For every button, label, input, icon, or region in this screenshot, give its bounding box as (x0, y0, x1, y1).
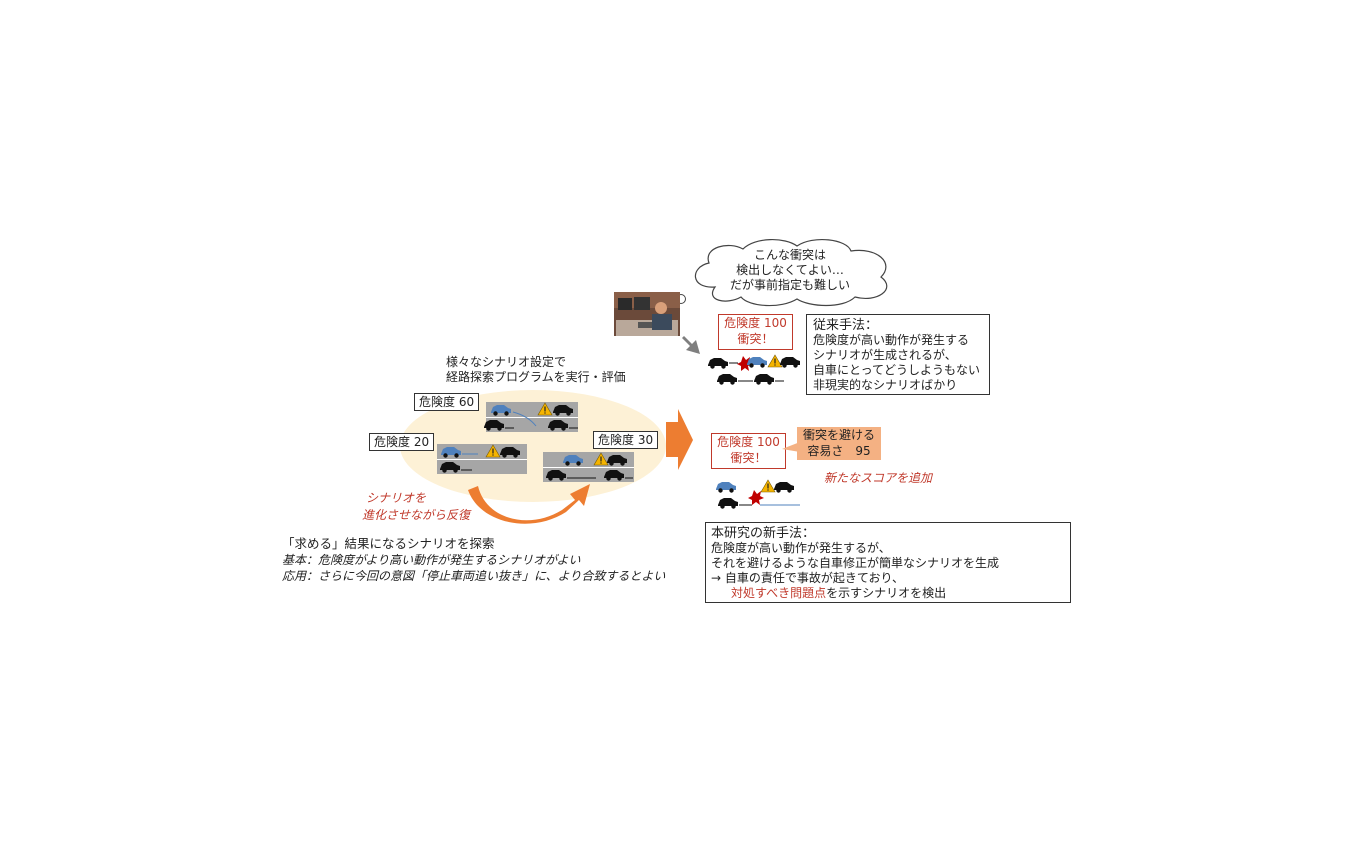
caption-line-2: 経路探索プログラムを実行・評価 (446, 370, 626, 384)
search-line-1: 基本：危険度がより高い動作が発生するシナリオがよい (282, 553, 581, 567)
car-icon (484, 420, 504, 431)
car-icon (708, 358, 728, 369)
warning-icon (537, 402, 553, 416)
search-description: 「求める」結果になるシナリオを探索 基本：危険度がより高い動作が発生するシナリオ… (282, 536, 665, 584)
score-line-1: 衝突を避ける (802, 428, 875, 442)
score-line-2: 容易さ 95 (807, 444, 871, 458)
search-heading: 「求める」結果になるシナリオを探索 (282, 536, 495, 551)
car-icon (717, 374, 737, 385)
ego-car-icon (716, 482, 736, 493)
conventional-risk-box: 危険度 100 衝突！ (718, 314, 793, 350)
ego-car-icon (491, 405, 511, 416)
ego-car-icon (563, 455, 583, 466)
new-method-line-3: → 自車の責任で事故が起きており、 (711, 571, 905, 585)
warning-icon (760, 479, 776, 493)
conventional-title: 従来手法： (813, 318, 879, 333)
thought-line-1: こんな衝突は (753, 248, 826, 262)
conventional-line-4: 非現実的なシナリオばかり (813, 378, 958, 392)
search-line-2: 応用：さらに今回の意図「停止車両追い抜き」に、より合致するとよい (282, 569, 666, 583)
car-icon (440, 462, 460, 473)
new-method-title: 本研究の新手法： (711, 526, 816, 541)
conventional-line-2: シナリオが生成されるが、 (813, 348, 957, 362)
caption-line-1: 様々なシナリオ設定で (446, 355, 567, 369)
evolve-line-2: 進化させながら反復 (362, 508, 471, 522)
new-method-box: 本研究の新手法： 危険度が高い動作が発生するが、 それを避けるような自車修正が簡… (705, 522, 1071, 603)
new-risk-box: 危険度 100 衝突！ (711, 433, 786, 469)
conventional-risk-line-2: 衝突！ (737, 332, 774, 346)
thought-line-3: だが事前指定も難しい (729, 278, 850, 292)
new-method-line-1: 危険度が高い動作が発生するが、 (711, 541, 891, 555)
conventional-line-3: 自車にとってどうしようもない (813, 363, 981, 377)
thought-line-2: 検出しなくてよい… (736, 263, 844, 277)
new-method-line-4-rest: を示すシナリオを検出 (826, 586, 947, 600)
conventional-method-box: 従来手法： 危険度が高い動作が発生する シナリオが生成されるが、 自車にとってど… (806, 314, 990, 395)
new-method-line-2: それを避けるような自車修正が簡単なシナリオを生成 (711, 556, 1000, 570)
avoidance-score-box: 衝突を避ける 容易さ 95 (797, 427, 881, 460)
stopped-car-icon (607, 455, 627, 466)
added-score-note: 新たなスコアを追加 (824, 471, 933, 485)
stopped-car-icon (553, 405, 573, 416)
car-icon (718, 498, 738, 509)
orange-right-arrow (666, 409, 693, 470)
ego-car-icon (747, 357, 767, 368)
car-icon (548, 420, 568, 431)
stopped-car-icon (780, 357, 800, 368)
new-risk-line-2: 衝突！ (730, 451, 767, 465)
gray-arrow (682, 336, 700, 354)
new-method-line-4: 対処すべき問題点を示すシナリオを検出 (711, 586, 1065, 601)
new-method-problem-highlight: 対処すべき問題点 (731, 586, 827, 600)
ego-car-icon (441, 447, 461, 458)
risk-label-60: 危険度 60 (414, 393, 480, 411)
car-icon (604, 470, 624, 481)
risk-label-30: 危険度 30 (593, 431, 659, 449)
risk-label-20: 危険度 20 (369, 433, 435, 451)
evolve-text: シナリオを 進化させながら反復 (362, 490, 470, 524)
evolve-curved-arrow (468, 484, 590, 524)
warning-icon (593, 452, 609, 466)
car-icon (546, 470, 566, 481)
engineer-photo (614, 292, 680, 336)
car-icon (754, 374, 774, 385)
thought-bubble-cloud (694, 239, 888, 307)
warning-icon (767, 354, 783, 368)
thought-bubble-text: こんな衝突は 検出しなくてよい… だが事前指定も難しい (700, 248, 880, 293)
conventional-line-1: 危険度が高い動作が発生する (813, 333, 970, 347)
warning-icon (485, 444, 501, 458)
conventional-risk-line-1: 危険度 100 (724, 316, 787, 330)
new-risk-line-1: 危険度 100 (717, 435, 780, 449)
left-caption: 様々なシナリオ設定で 経路探索プログラムを実行・評価 (446, 355, 626, 385)
collision-burst-icon (748, 490, 764, 505)
stopped-car-icon (774, 482, 794, 493)
stopped-car-icon (500, 447, 520, 458)
evolve-line-1: シナリオを (366, 491, 427, 505)
score-callout-pointer (782, 442, 800, 452)
